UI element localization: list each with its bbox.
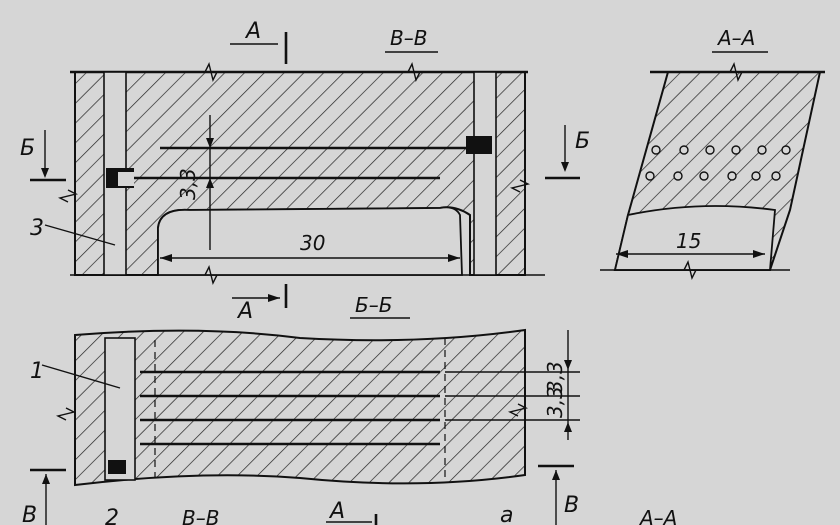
callout-3: 3 — [30, 216, 44, 241]
bore-holes — [645, 145, 791, 181]
section-title-aa-bottom: А–А — [638, 506, 677, 525]
bottom-left-channel — [104, 337, 136, 481]
section-title-vv-top: В–В — [390, 26, 427, 50]
cut-mark-a-middle: А — [236, 299, 253, 324]
cut-mark-b-left: Б — [20, 136, 35, 161]
cut-mark-v-right: В — [564, 493, 579, 518]
view-right-section: 15 — [600, 61, 825, 281]
cut-mark-b-right: Б — [575, 129, 590, 154]
cut-mark-v-left: В — [22, 503, 37, 525]
anchor-block-right — [466, 136, 492, 154]
view-bottom-section — [55, 328, 580, 487]
view-top-section: 30 3,3 — [57, 61, 545, 286]
callout-2: 2 — [105, 506, 119, 525]
section-title-vv-bottom: В–В — [182, 506, 219, 525]
section-title-aa-right: А–А — [716, 26, 755, 50]
dim-3-3-lower-2: 3,3 — [543, 386, 567, 418]
callout-1: 1 — [30, 359, 44, 384]
cut-mark-a-bottom: А — [328, 499, 345, 524]
dim-3-3-label: 3,3 — [176, 168, 200, 200]
bottom-wall-hatched — [74, 328, 526, 487]
right-channel — [473, 71, 497, 276]
dim-15-label: 15 — [676, 229, 701, 253]
dim-30-label: 30 — [300, 231, 325, 255]
dim-3-3-lower-1: 3,3 — [543, 361, 567, 393]
bottom-anchor — [108, 460, 126, 474]
figure-label-a: а — [500, 503, 513, 525]
cut-mark-a-top: А — [244, 19, 261, 44]
section-title-bb-middle: Б–Б — [355, 293, 392, 317]
